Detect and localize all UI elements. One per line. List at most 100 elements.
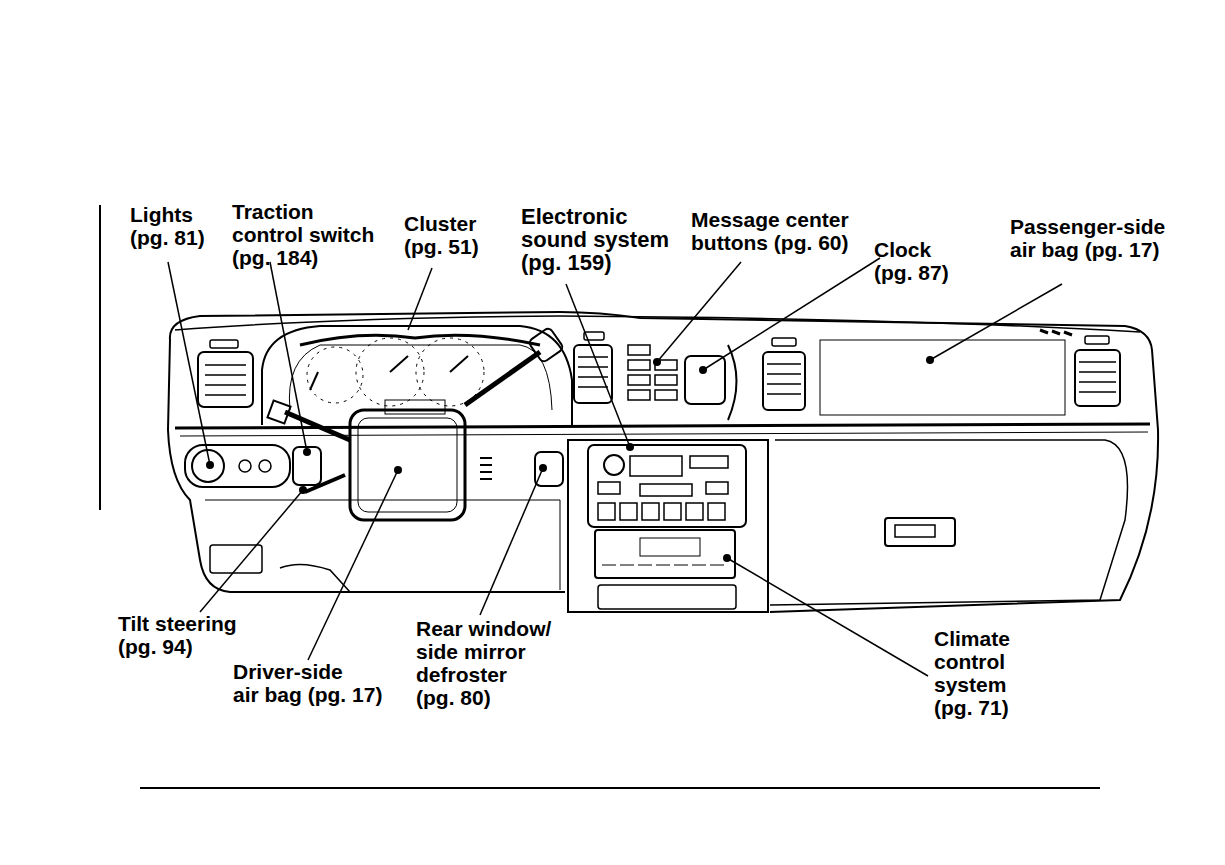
vent-louvers — [205, 365, 246, 395]
vent-slot — [210, 340, 238, 348]
vent-slot — [772, 338, 796, 346]
leader-dot — [206, 461, 214, 469]
button — [628, 360, 650, 370]
vent-louvers — [1079, 362, 1116, 392]
button — [655, 390, 677, 400]
gauge — [307, 347, 363, 403]
leader-dot — [653, 358, 661, 366]
leader-line — [657, 262, 741, 362]
margin-bar — [99, 205, 101, 510]
preset-buttons — [598, 503, 725, 520]
callout-label: Driver-side air bag (pg. 17) — [233, 660, 382, 706]
bottom-rule — [140, 787, 1100, 789]
leader-dot — [394, 466, 402, 474]
radio-button — [690, 456, 728, 468]
dimmer — [259, 460, 271, 472]
glovebox — [770, 440, 1128, 605]
slots — [480, 458, 492, 479]
radio-knob — [604, 455, 624, 475]
gauge-needle — [390, 356, 408, 372]
leader-line — [566, 284, 630, 447]
climate-panel — [595, 530, 735, 578]
leader-line — [930, 284, 1062, 360]
callout-label: Lights (pg. 81) — [130, 203, 205, 249]
callout-label: Rear window/ side mirror defroster (pg. … — [416, 617, 551, 709]
cluster-brow — [300, 335, 540, 345]
callout-label: Cluster (pg. 51) — [404, 212, 479, 258]
callout-label: Tilt steering (pg. 94) — [118, 612, 237, 658]
airbag-door — [820, 340, 1065, 415]
button — [708, 503, 725, 520]
message-buttons — [628, 345, 677, 400]
leader-line — [200, 490, 303, 612]
leader-line — [308, 470, 398, 660]
leader-line — [703, 258, 880, 370]
leader-dot — [926, 356, 934, 364]
leader-dot — [299, 486, 307, 494]
leader-dot — [539, 464, 547, 472]
button — [628, 390, 650, 400]
odometer — [385, 400, 445, 414]
leader-line — [408, 268, 432, 330]
dash-outline — [170, 312, 1158, 612]
radio — [588, 445, 746, 527]
latch-handle — [895, 525, 935, 537]
gauge — [356, 338, 424, 406]
clock — [685, 356, 725, 404]
radio-button — [706, 482, 728, 494]
callout-label: Clock (pg. 87) — [874, 238, 949, 284]
storage-bin — [598, 585, 736, 609]
leader-line — [270, 262, 307, 452]
parking-release — [280, 564, 350, 592]
stalk-knob — [528, 327, 564, 363]
leader-lines — [168, 258, 1062, 676]
button — [598, 503, 615, 520]
climate-buttons — [602, 565, 728, 566]
vent — [763, 352, 805, 410]
trim-line — [180, 432, 1148, 436]
wiper-stalk — [465, 352, 540, 405]
gauge-needle — [450, 356, 468, 372]
defroster-switch — [535, 452, 563, 486]
glovebox-latch — [885, 518, 955, 546]
callout-label: Message center buttons (pg. 60) — [691, 208, 849, 254]
leader-dot — [723, 554, 731, 562]
callout-label: Electronic sound system (pg. 159) — [521, 205, 669, 274]
dimmer — [239, 460, 251, 472]
vent — [1075, 350, 1120, 406]
callout-label: Passenger-side air bag (pg. 17) — [1010, 215, 1165, 261]
radio-display — [630, 456, 682, 476]
traction-switch — [293, 447, 321, 485]
vent — [198, 352, 253, 407]
button — [664, 503, 681, 520]
steering-pad — [350, 410, 465, 520]
leader-line — [480, 468, 543, 615]
button — [655, 375, 677, 385]
button — [628, 375, 650, 385]
stalk-knob — [267, 400, 290, 423]
button — [628, 345, 650, 355]
button — [642, 503, 659, 520]
leader-dot — [303, 448, 311, 456]
radio-button — [598, 482, 620, 494]
vent-slot — [1085, 336, 1109, 344]
button — [686, 503, 703, 520]
gauge-needle — [310, 372, 318, 390]
dash-pad — [175, 316, 1140, 332]
vent-louvers — [578, 357, 608, 387]
center-stack — [568, 440, 768, 612]
leader-line — [168, 262, 210, 465]
knee-bolster — [205, 500, 560, 590]
callout-label: Climate control system (pg. 71) — [934, 627, 1010, 719]
tilt-lever — [305, 475, 345, 492]
defrost-grille — [1040, 330, 1072, 335]
cassette-slot — [640, 484, 692, 496]
leader-dot — [699, 366, 707, 374]
turn-stalk — [285, 412, 350, 440]
leader-line — [727, 558, 928, 676]
callout-label: Traction control switch (pg. 184) — [232, 200, 374, 269]
steering-pad — [358, 418, 457, 512]
leader-dot — [626, 443, 634, 451]
